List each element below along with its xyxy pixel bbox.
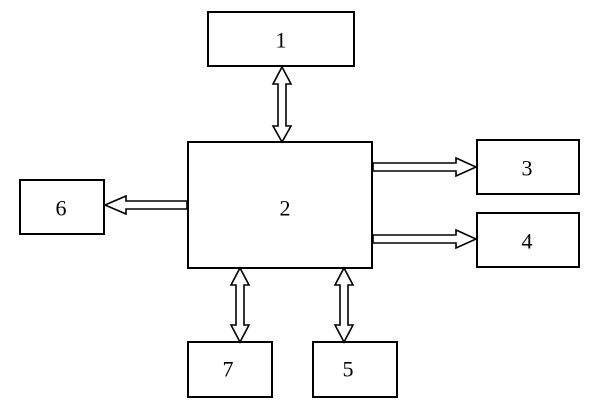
block-2-label: 2 (280, 196, 291, 221)
block-6-label: 6 (56, 196, 67, 221)
block-5-label: 5 (343, 357, 354, 382)
arrow-2-to-7 (229, 266, 251, 344)
block-6: 6 (19, 179, 105, 235)
block-4-label: 4 (522, 229, 533, 254)
block-3-label: 3 (522, 156, 533, 181)
block-2: 2 (187, 141, 373, 269)
arrow-2-to-4 (372, 228, 478, 250)
block-5: 5 (312, 341, 398, 398)
block-7-label: 7 (223, 357, 234, 382)
block-4: 4 (476, 212, 580, 268)
block-3: 3 (476, 139, 580, 195)
arrow-2-to-6 (102, 194, 188, 216)
block-1-label: 1 (276, 28, 287, 53)
arrow-2-to-5 (333, 266, 355, 344)
arrow-2-to-3 (372, 156, 478, 178)
block-7: 7 (187, 341, 273, 398)
block-1: 1 (207, 11, 355, 67)
arrow-1-to-2 (271, 65, 293, 144)
